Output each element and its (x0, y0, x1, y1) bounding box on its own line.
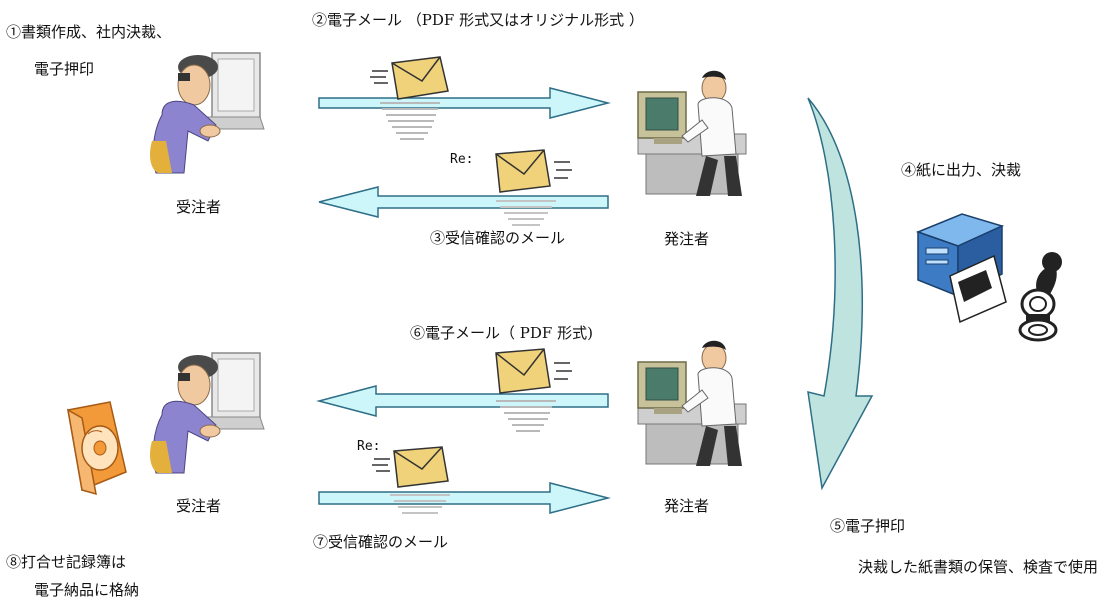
orderer-icon-bottom (637, 340, 747, 466)
orderer-label-top: 発注者 (664, 230, 710, 248)
orderer-label-bottom: 発注者 (664, 497, 710, 515)
step1-label-line1: ①書類作成、社内決裁、 (6, 23, 172, 41)
contractor-icon-top (150, 52, 265, 174)
step7-label: ⑦受信確認のメール (313, 533, 449, 551)
envelope-icon-step7 (372, 446, 449, 488)
arrow-right-step7 (318, 482, 611, 514)
envelope-icon-step3 (495, 149, 572, 193)
envelope-shadow-step3 (496, 200, 556, 226)
envelope-shadow-step2 (380, 102, 440, 140)
curved-down-arrow (807, 97, 874, 491)
envelope-icon-step6 (495, 348, 572, 394)
contractor-icon-bottom (150, 352, 265, 474)
step4-label: ④紙に出力、決裁 (901, 161, 1022, 179)
step8-label-line1: ⑧打合せ記録簿は (6, 553, 127, 571)
step1-label-line2: 電子押印 (34, 60, 95, 78)
cd-case-icon (66, 401, 127, 496)
arrow-left-step3 (318, 186, 609, 218)
reply-prefix-bottom: Re: (357, 439, 381, 454)
step3-label: ③受信確認のメール (430, 229, 566, 247)
arrow-right-step2 (318, 87, 611, 119)
envelope-shadow-step7 (390, 494, 450, 514)
step2-label: ②電子メール （PDF 形式又はオリジナル形式 ） (312, 11, 644, 29)
contractor-label-top: 受注者 (176, 198, 222, 216)
step5-note: 決裁した紙書類の保管、検査で使用 (858, 558, 1099, 576)
envelope-shadow-step6 (496, 400, 556, 432)
printer-icon (915, 213, 1007, 324)
orderer-icon-top (637, 70, 747, 196)
step6-label: ⑥電子メール（ PDF 形式) (410, 324, 593, 342)
stamp-icon (1018, 252, 1062, 342)
step8-label-line2: 電子納品に格納 (34, 581, 140, 599)
arrow-left-step6 (316, 385, 609, 417)
envelope-icon-step2 (370, 56, 449, 100)
step5-label: ⑤電子押印 (830, 517, 906, 535)
contractor-label-bottom: 受注者 (176, 497, 222, 515)
reply-prefix-top: Re: (450, 152, 474, 167)
